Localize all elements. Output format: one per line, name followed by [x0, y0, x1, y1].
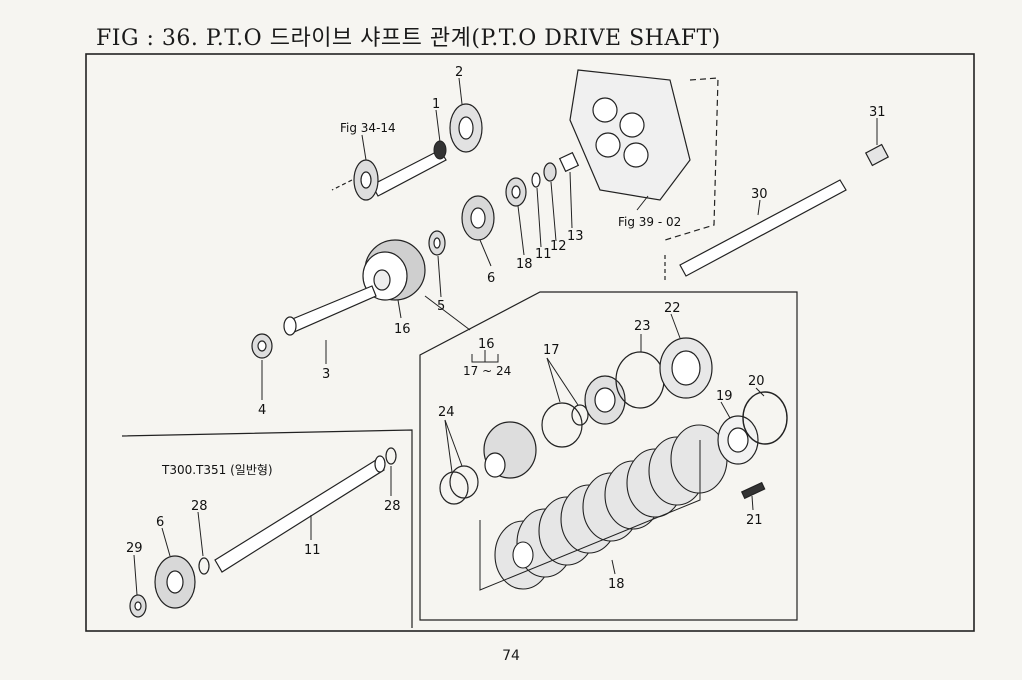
callout-22: 22 — [664, 301, 681, 316]
callout-21: 21 — [746, 513, 763, 528]
retainer-19 — [717, 415, 759, 465]
callout-11: 11 — [535, 247, 552, 262]
callout-24: 24 — [438, 405, 455, 420]
group-range: 17 ~ 24 — [463, 364, 511, 378]
bearing-part-29 — [129, 594, 147, 618]
callout-30: 30 — [751, 187, 768, 202]
callout-23: 23 — [634, 319, 651, 334]
clutch-pack-16 — [362, 239, 471, 331]
ref-fig39: Fig 39 - 02 — [618, 215, 681, 229]
callout-16: 16 — [394, 322, 411, 337]
gear-part-6 — [461, 195, 495, 241]
callout-6: 6 — [487, 271, 495, 286]
bearing-part-18 — [505, 177, 527, 207]
bearing-part-5 — [428, 230, 446, 256]
main-shaft-3 — [283, 285, 377, 336]
spring-21 — [740, 481, 766, 500]
diagram-frame — [85, 53, 975, 632]
snap-ring-28a — [385, 447, 397, 465]
variant-inset-box — [121, 429, 413, 628]
leader-lines — [133, 77, 878, 596]
callout-31: 31 — [869, 105, 886, 120]
figure-title: FIG : 36. P.T.O 드라이브 샤프트 관계(P.T.O DRIVE … — [96, 26, 721, 51]
callout-3: 3 — [322, 367, 330, 382]
callout-18: 18 — [516, 257, 533, 272]
callout-11-variant: 11 — [304, 543, 321, 558]
ref-fig34: Fig 34-14 — [340, 121, 396, 135]
snap-ring-28b — [198, 557, 210, 575]
group-label-16: 16 — [478, 337, 495, 352]
small-parts-11-13 — [531, 151, 580, 188]
callout-2: 2 — [455, 65, 463, 80]
callout-6-variant: 6 — [156, 515, 164, 530]
sleeve-part-31 — [864, 143, 890, 167]
snap-ring-20 — [742, 391, 788, 445]
clutch-inset-box — [419, 291, 798, 621]
callout-28-left: 28 — [191, 499, 208, 514]
o-rings-24 — [439, 465, 479, 505]
pto-shaft-30 — [664, 179, 847, 280]
callout-1: 1 — [432, 97, 440, 112]
snap-ring-23 — [615, 351, 665, 409]
variant-shaft-11 — [214, 455, 386, 573]
housing-fig39 — [569, 69, 719, 241]
plate-22 — [659, 337, 713, 399]
o-rings-17 — [541, 402, 589, 448]
callout-20: 20 — [748, 374, 765, 389]
friction-discs-18 — [479, 424, 728, 591]
piston-ring — [584, 375, 626, 425]
callout-18-discs: 18 — [608, 577, 625, 592]
callout-29: 29 — [126, 541, 143, 556]
callout-19: 19 — [716, 389, 733, 404]
gear-part-2 — [449, 103, 483, 153]
gear-shaft-fig34 — [331, 149, 447, 201]
callout-12: 12 — [550, 239, 567, 254]
bearing-part-1 — [433, 140, 447, 160]
clutch-hub-24 — [483, 421, 537, 479]
callout-13: 13 — [567, 229, 584, 244]
callout-28-right: 28 — [384, 499, 401, 514]
variant-gear-6 — [154, 555, 196, 609]
page-number: 74 — [502, 648, 520, 664]
callout-5: 5 — [437, 299, 445, 314]
callout-4: 4 — [258, 403, 266, 418]
variant-caption: T300.T351 (일반형) — [161, 463, 273, 477]
callout-17: 17 — [543, 343, 560, 358]
bearing-part-4 — [251, 333, 273, 359]
